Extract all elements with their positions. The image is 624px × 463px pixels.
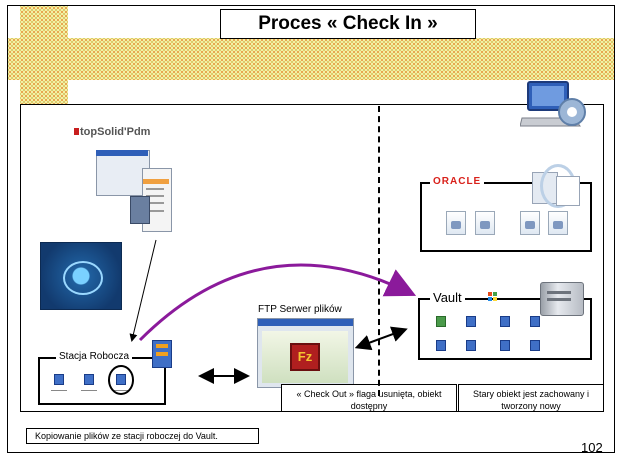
file-icon [530, 340, 540, 351]
document-icon [475, 211, 495, 235]
logo-red-mark [74, 128, 79, 135]
slide-caption: Kopiowanie plików ze stacji roboczej do … [26, 428, 259, 444]
topsolid-logo-text: topSolid'Pdm [80, 126, 151, 138]
database-documents-icon [532, 164, 580, 208]
ftp-server-image: Fz [257, 318, 354, 388]
file-icon [466, 340, 476, 351]
file-icon [530, 316, 540, 327]
vault-label: Vault [430, 290, 465, 305]
ftp-label: FTP Serwer plików [258, 304, 342, 315]
file-caption [81, 390, 97, 391]
check-out-note: « Check Out » flaga usunięta, obiekt dos… [281, 384, 457, 412]
document-icon [446, 211, 466, 235]
file-icon [436, 340, 446, 351]
file-icon [466, 316, 476, 327]
app-screenshot-menu [96, 150, 172, 232]
page-number: 102 [581, 440, 603, 455]
selected-file-highlight [108, 365, 134, 395]
pointer-line [129, 239, 157, 342]
old-object-note: Stary obiekt jest zachowany i tworzony n… [458, 384, 604, 412]
server-icon [540, 282, 584, 316]
windows-flag-icon [488, 292, 498, 302]
document-icon [548, 211, 568, 235]
topsolid-logo: topSolid'Pdm [74, 126, 150, 138]
file-icon [84, 374, 94, 385]
file-caption [113, 390, 129, 391]
oracle-logo: ORACLE [430, 176, 485, 187]
bidirectional-arrow-icon [354, 326, 408, 351]
workstation-label: Stacja Robocza [56, 351, 133, 362]
file-icon [116, 374, 126, 385]
file-icon [436, 316, 446, 327]
ftp-filezilla-icon: Fz [290, 343, 320, 371]
pdm-server-icon [152, 340, 172, 368]
file-icon [500, 340, 510, 351]
header-pattern [8, 38, 614, 80]
document-icon [520, 211, 540, 235]
header-pattern-column [20, 6, 68, 118]
file-icon [500, 316, 510, 327]
process-arrow [138, 263, 417, 342]
file-icon [54, 374, 64, 385]
network-globe-image [40, 242, 122, 310]
computer-network-icon [520, 81, 586, 127]
slide-title: Proces « Check In » [220, 9, 476, 39]
dashed-divider [378, 106, 380, 396]
file-caption [51, 390, 67, 391]
